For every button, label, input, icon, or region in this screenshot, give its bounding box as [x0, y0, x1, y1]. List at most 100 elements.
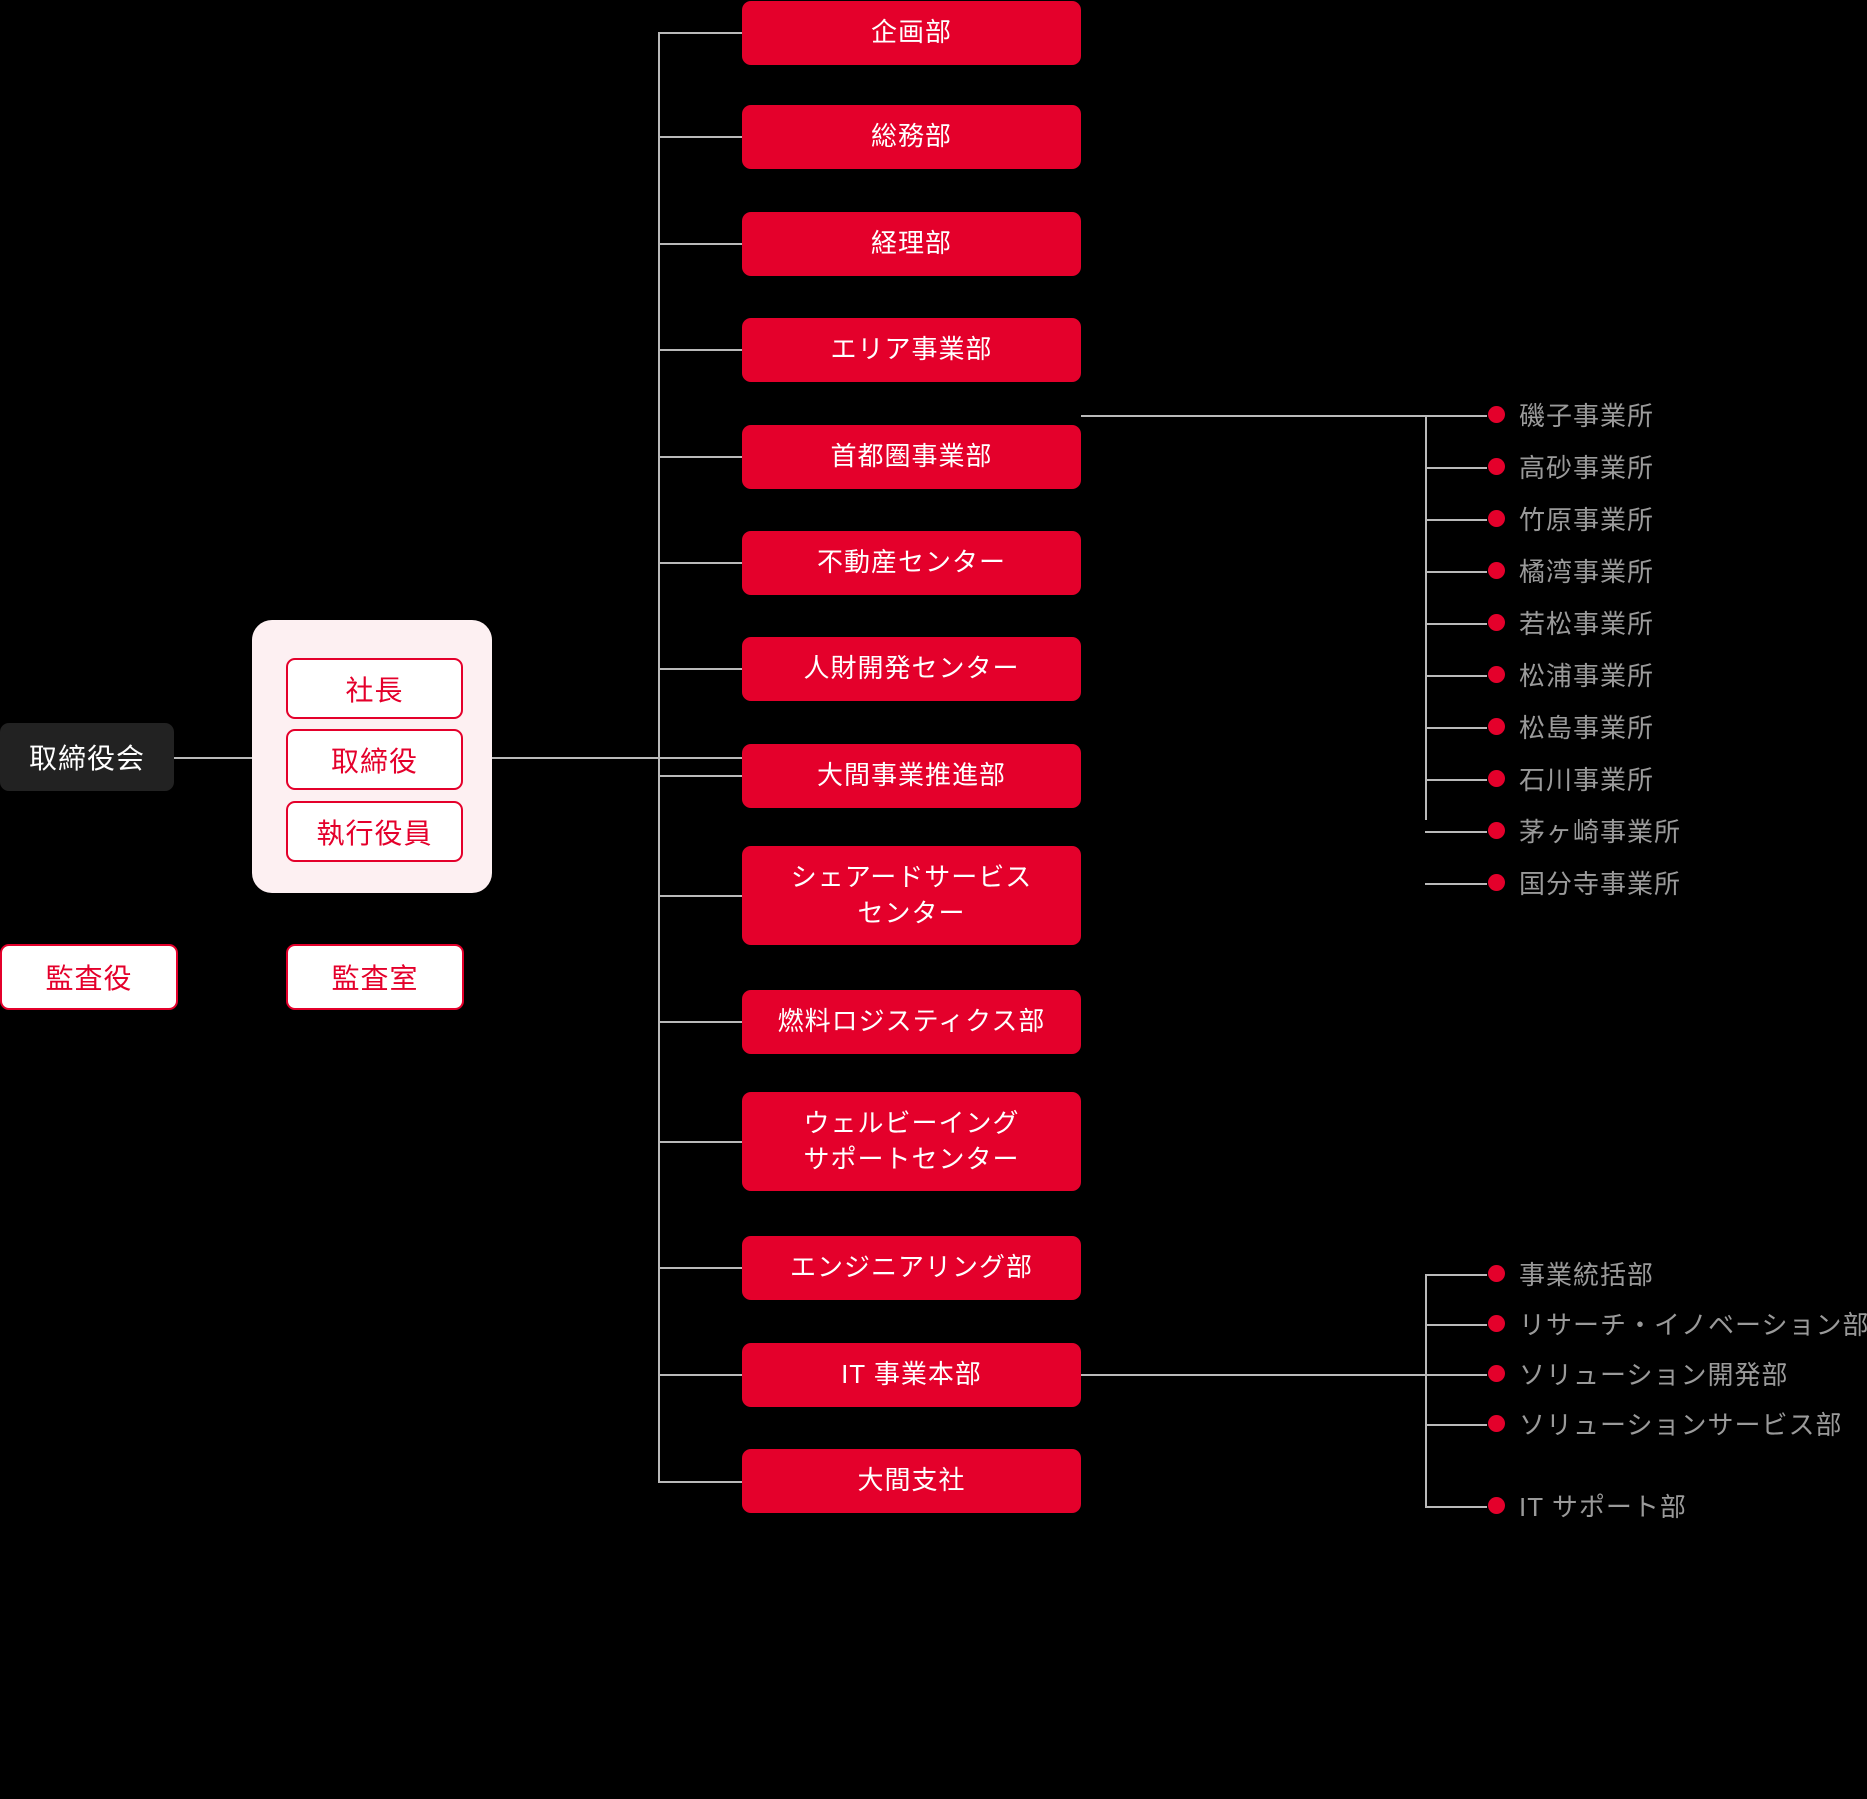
area-leaf-line-4	[1425, 571, 1487, 573]
exec-item-director-label: 取締役	[330, 745, 418, 777]
bullet-icon	[1488, 1365, 1505, 1382]
department-label: 総務部	[870, 121, 952, 152]
exec-item-president[interactable]: 社長	[286, 658, 463, 719]
bullet-icon	[1488, 822, 1505, 839]
board-of-directors-label: 取締役会	[28, 743, 145, 774]
bullet-icon	[1488, 1415, 1505, 1432]
it-division-item-solution-kaihatsu[interactable]: ソリューション開発部	[1488, 1355, 1788, 1392]
it-division-label: リサーチ・イノベーション部	[1519, 1310, 1867, 1340]
branch-line-4	[658, 349, 744, 351]
area-office-item-kokubunji[interactable]: 国分寺事業所	[1488, 864, 1681, 901]
area-leaf-line-8	[1425, 779, 1487, 781]
department-box-oma-shisha[interactable]: 大間支社	[742, 1449, 1081, 1513]
department-box-shutoken-jigyobu[interactable]: 首都圏事業部	[742, 425, 1081, 489]
area-office-label: 松浦事業所	[1519, 661, 1655, 691]
area-office-label: 松島事業所	[1519, 713, 1655, 743]
department-label: 不動産センター	[816, 547, 1006, 578]
it-division-item-solution-service[interactable]: ソリューションサービス部	[1488, 1405, 1842, 1442]
board-of-directors-box[interactable]: 取締役会	[0, 723, 174, 791]
bullet-icon	[1488, 874, 1505, 891]
branch-line-6	[658, 562, 744, 564]
branch-line-11	[658, 1141, 744, 1143]
department-box-area-jigyobu[interactable]: エリア事業部	[742, 318, 1081, 382]
department-box-shared-service-center[interactable]: シェアードサービス センター	[742, 846, 1081, 945]
exec-item-president-label: 社長	[345, 674, 404, 706]
exec-item-executive-officer[interactable]: 執行役員	[286, 801, 463, 862]
connector-exec-to-trunk	[492, 757, 784, 759]
area-office-item-tachibanawan[interactable]: 橘湾事業所	[1488, 552, 1654, 589]
area-office-label: 若松事業所	[1519, 609, 1655, 639]
area-office-item-matsushima[interactable]: 松島事業所	[1488, 708, 1654, 745]
department-box-it-jigyo-honbu[interactable]: IT 事業本部	[742, 1343, 1081, 1407]
department-label: IT 事業本部	[841, 1359, 982, 1390]
branch-line-10	[658, 1021, 744, 1023]
area-office-item-isogo[interactable]: 磯子事業所	[1488, 396, 1654, 433]
area-leaf-line-5	[1425, 623, 1487, 625]
area-office-item-wakamatsu[interactable]: 若松事業所	[1488, 604, 1654, 641]
exec-item-director[interactable]: 取締役	[286, 729, 463, 790]
it-division-label: ソリューションサービス部	[1519, 1410, 1843, 1440]
it-division-label: IT サポート部	[1519, 1492, 1687, 1522]
area-office-item-matsuura[interactable]: 松浦事業所	[1488, 656, 1654, 693]
area-office-item-ishikawa[interactable]: 石川事業所	[1488, 760, 1654, 797]
it-leaf-line-5	[1425, 1506, 1487, 1508]
area-office-label: 高砂事業所	[1519, 453, 1655, 483]
main-trunk-line	[658, 33, 660, 1482]
area-office-label: 磯子事業所	[1519, 401, 1655, 431]
bullet-icon	[1488, 666, 1505, 683]
audit-office-label: 監査室	[331, 963, 419, 994]
department-box-engineering-bu[interactable]: エンジニアリング部	[742, 1236, 1081, 1300]
it-division-item-jigyo-tokatsu[interactable]: 事業統括部	[1488, 1255, 1654, 1292]
bullet-icon	[1488, 458, 1505, 475]
department-box-oma-jigyo-suishinbu[interactable]: 大間事業推進部	[742, 744, 1081, 808]
it-subtrunk-line	[1425, 1274, 1427, 1508]
it-division-item-research-innovation[interactable]: リサーチ・イノベーション部	[1488, 1305, 1867, 1342]
area-leaf-line-10	[1425, 883, 1487, 885]
department-box-fudosan-center[interactable]: 不動産センター	[742, 531, 1081, 595]
it-leaf-line-1	[1425, 1274, 1487, 1276]
area-office-label: 茅ヶ崎事業所	[1519, 817, 1682, 847]
area-office-item-takasago[interactable]: 高砂事業所	[1488, 448, 1654, 485]
department-box-keiribu[interactable]: 経理部	[742, 212, 1081, 276]
branch-line-2	[658, 136, 744, 138]
department-box-wellbeing-support-center[interactable]: ウェルビーイング サポートセンター	[742, 1092, 1081, 1191]
bullet-icon	[1488, 1315, 1505, 1332]
area-office-label: 橘湾事業所	[1519, 557, 1655, 587]
bullet-icon	[1488, 1265, 1505, 1282]
audit-office-box[interactable]: 監査室	[286, 944, 464, 1010]
exec-item-executive-officer-label: 執行役員	[316, 817, 433, 849]
area-office-item-takehara[interactable]: 竹原事業所	[1488, 500, 1654, 537]
branch-line-9	[658, 895, 744, 897]
department-box-jinzai-kaihatsu-center[interactable]: 人財開発センター	[742, 637, 1081, 701]
it-division-label: 事業統括部	[1519, 1260, 1655, 1290]
connector-board-to-exec	[174, 757, 256, 759]
department-label: 大間支社	[857, 1465, 966, 1496]
branch-line-5	[658, 456, 744, 458]
auditor-label: 監査役	[45, 963, 133, 994]
it-leaf-line-2	[1425, 1324, 1487, 1326]
branch-line-8	[658, 775, 744, 777]
branch-line-14	[658, 1481, 744, 1483]
department-box-somubu[interactable]: 総務部	[742, 105, 1081, 169]
department-label: 経理部	[870, 228, 952, 259]
department-label: 人財開発センター	[803, 653, 1020, 684]
auditor-box[interactable]: 監査役	[0, 944, 178, 1010]
department-box-nenryo-logistics-bu[interactable]: 燃料ロジスティクス部	[742, 990, 1081, 1054]
branch-line-3	[658, 243, 744, 245]
department-label-line2: センター	[857, 897, 966, 928]
area-leaf-line-7	[1425, 727, 1487, 729]
department-label: 燃料ロジスティクス部	[777, 1006, 1046, 1037]
department-box-kikakubu[interactable]: 企画部	[742, 1, 1081, 65]
bullet-icon	[1488, 1497, 1505, 1514]
area-office-label: 竹原事業所	[1519, 505, 1655, 535]
area-leaf-line-9	[1425, 831, 1487, 833]
area-office-item-chigasaki[interactable]: 茅ヶ崎事業所	[1488, 812, 1681, 849]
area-leaf-line-3	[1425, 519, 1487, 521]
bullet-icon	[1488, 718, 1505, 735]
it-division-item-it-support[interactable]: IT サポート部	[1488, 1487, 1687, 1524]
department-label: 首都圏事業部	[830, 441, 993, 472]
department-label: エンジニアリング部	[789, 1252, 1033, 1283]
it-division-label: ソリューション開発部	[1519, 1360, 1789, 1390]
area-office-label: 国分寺事業所	[1519, 869, 1682, 899]
